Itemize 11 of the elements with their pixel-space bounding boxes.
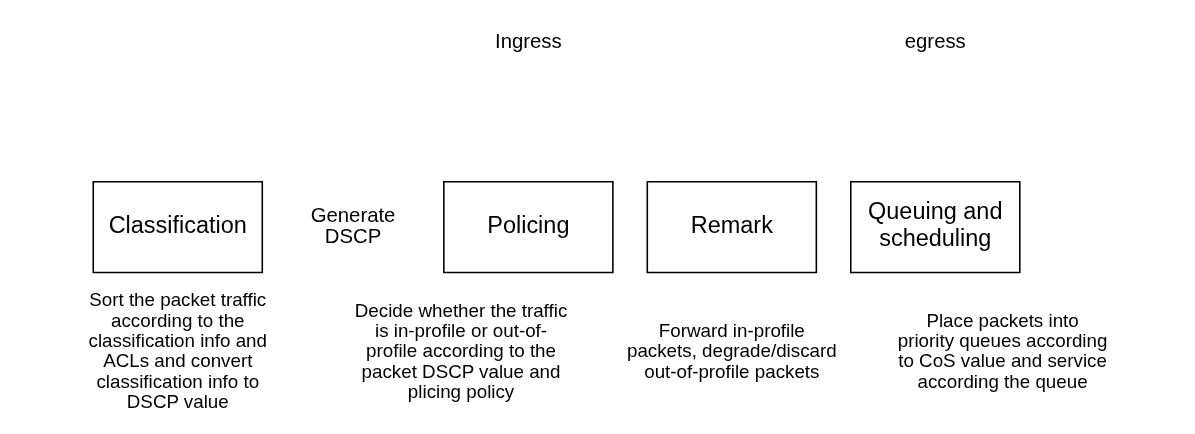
label: Generate DSCP (310, 203, 395, 248)
node-box: Remark (646, 181, 817, 274)
label: egress (904, 29, 966, 52)
node-label: Sort the packet traffic according to the classification info and ACLs and convert classification info to DSCP value (88, 289, 267, 413)
node-label: Place packets into priority queues according to CoS value and service according the queue (897, 309, 1107, 392)
node-label: Forward in-profile packets, degrade/discard out-of-profile packets (626, 319, 837, 382)
node-label: Decide whether the traffic is in-profile or out-of-profile according to the packet DSCP value and plicing policy (354, 299, 567, 402)
node-box: Queuing and scheduling (849, 181, 1021, 274)
node-box: Policing (442, 181, 614, 274)
label: Ingress (494, 29, 562, 52)
node-box: Classification (91, 181, 263, 274)
